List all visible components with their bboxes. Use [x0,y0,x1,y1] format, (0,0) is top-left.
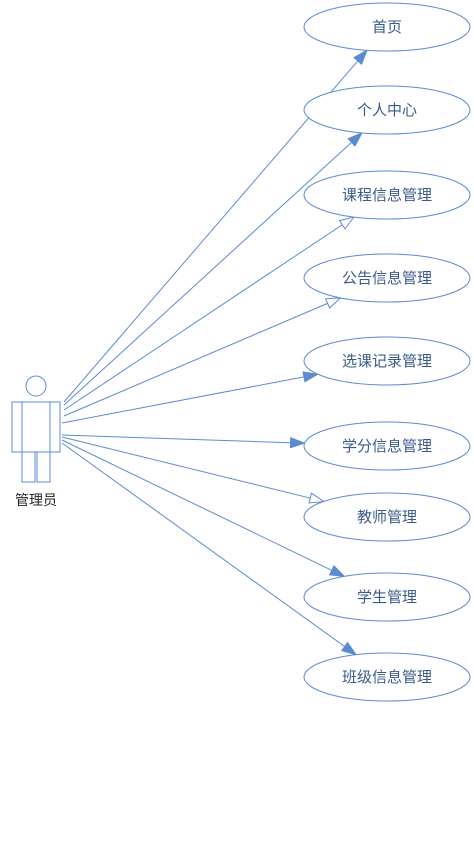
use-case-label: 班级信息管理 [342,668,432,686]
use-case-node: 课程信息管理 [303,170,471,220]
association-line [61,434,305,444]
arrowhead-filled-icon [328,564,346,578]
use-case-ellipse [303,336,471,386]
use-case-ellipse [303,170,471,220]
association-line [63,297,341,417]
association-line [63,132,363,406]
associations [61,49,368,656]
arrowhead-filled-icon [302,371,320,383]
use-case-node: 首页 [303,2,471,52]
arrowhead-filled-icon [353,49,368,66]
use-case-label: 学分信息管理 [342,437,432,455]
use-case-ellipse [303,2,471,52]
association-line [61,439,345,577]
use-case-node: 个人中心 [303,85,471,135]
use-case-label: 学生管理 [357,588,417,606]
use-case-ellipse [303,492,471,542]
use-case-node: 公告信息管理 [303,253,471,303]
actor-right-leg [36,451,51,483]
actor-body [11,401,61,453]
association-line [61,373,318,424]
use-case-node: 班级信息管理 [303,652,471,702]
use-case-ellipse [303,253,471,303]
use-cases: 首页个人中心课程信息管理公告信息管理选课记录管理学分信息管理教师管理学生管理班级… [303,2,471,702]
use-case-node: 教师管理 [303,492,471,542]
association-line [61,436,324,502]
use-case-label: 个人中心 [357,101,417,119]
arrowhead-open-icon [324,297,342,309]
use-case-ellipse [303,572,471,622]
arrowhead-filled-icon [289,437,307,449]
actor-figure: 管理员 [11,375,61,509]
use-case-node: 学生管理 [303,572,471,622]
use-case-node: 选课记录管理 [303,336,471,386]
use-case-label: 首页 [372,18,402,36]
arrowhead-filled-icon [347,131,364,147]
arrowhead-open-icon [338,216,356,230]
use-case-ellipse [303,85,471,135]
actor-label: 管理员 [15,493,57,509]
use-case-label: 课程信息管理 [342,186,432,204]
arrowhead-filled-icon [340,641,358,656]
use-case-ellipse [303,652,471,702]
actor-head [25,375,47,397]
use-case-label: 公告信息管理 [342,269,432,287]
association-line [61,442,357,656]
arrowhead-open-icon [308,492,326,504]
association-line [63,216,355,411]
use-case-label: 选课记录管理 [342,352,432,370]
use-case-label: 教师管理 [357,508,417,526]
use-case-ellipse [303,421,471,471]
use-case-node: 学分信息管理 [303,421,471,471]
actor-left-leg [21,451,36,483]
